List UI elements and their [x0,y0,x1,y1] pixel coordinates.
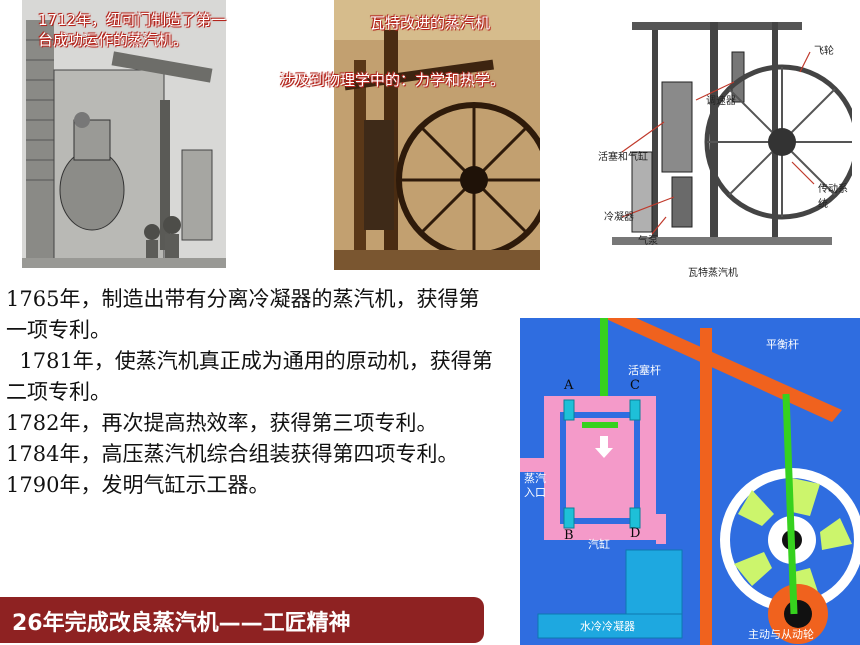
milestone-1784: 1784年，高压蒸汽机综合组装获得第四项专利。 [6,442,459,466]
steam-engine-diagram: 活塞杆 平衡杆 蒸汽入口 汽缸 水冷冷凝器 主动与从动轮 A C B D [520,318,860,645]
label-flywheel: 飞轮 [814,46,834,57]
watt-caption-title: 瓦特改进的蒸汽机 [370,14,491,32]
banner-text: 26年完成改良蒸汽机——工匠精神 [12,611,351,636]
milestone-1790: 1790年，发明气缸示工器。 [6,473,270,497]
milestones-text: 1765年，制造出带有分离冷凝器的蒸汽机，获得第一项专利。 1781年，使蒸汽机… [6,284,496,501]
valve-label-d: D [630,526,641,541]
label-condenser: 冷凝器 [604,212,634,223]
label-transmission: 传动系统 [818,184,848,210]
watt-engine-engraving: 活塞和气缸 冷凝器 气泵 调速器 飞轮 传动系统 瓦特蒸汽机 [592,2,852,280]
milestone-1765: 1765年，制造出带有分离冷凝器的蒸汽机，获得第一项专利。 [6,287,480,342]
valve-label-a: A [564,378,574,393]
label-regulator: 调速器 [706,96,736,107]
newcomen-engraving-art [22,0,226,268]
watt-engraving-art [592,2,852,280]
watt-engine-photo [334,0,540,270]
diagram-label-condenser: 水冷冷凝器 [580,620,635,633]
label-piston-cylinder: 活塞和气缸 [598,152,648,163]
diagram-label-piston-rod: 活塞杆 [628,364,661,377]
milestone-1781: 1781年，使蒸汽机真正成为通用的原动机，获得第二项专利。 [6,349,493,404]
diagram-label-steam-inlet: 蒸汽入口 [524,472,546,499]
label-pump: 气泵 [638,236,658,247]
diagram-label-wheel: 主动与从动轮 [748,628,814,641]
watt-caption-physics: 涉及到物理学中的：力学和热学。 [280,71,506,89]
valve-label-b: B [564,528,574,543]
valve-label-c: C [630,378,640,393]
craftsman-spirit-banner: 26年完成改良蒸汽机——工匠精神 [0,597,484,643]
diagram-label-balance-beam: 平衡杆 [766,338,799,351]
diagram-label-cylinder: 汽缸 [588,538,610,551]
watt-engine-photo-art [334,0,540,270]
engraving-title: 瓦特蒸汽机 [688,268,738,279]
diagram-art [520,318,860,645]
milestone-1782: 1782年，再次提高热效率，获得第三项专利。 [6,411,438,435]
newcomen-caption: 1712年，纽可门制造了第一台成功运作的蒸汽机。 [38,11,227,49]
newcomen-engine-image [22,0,226,268]
